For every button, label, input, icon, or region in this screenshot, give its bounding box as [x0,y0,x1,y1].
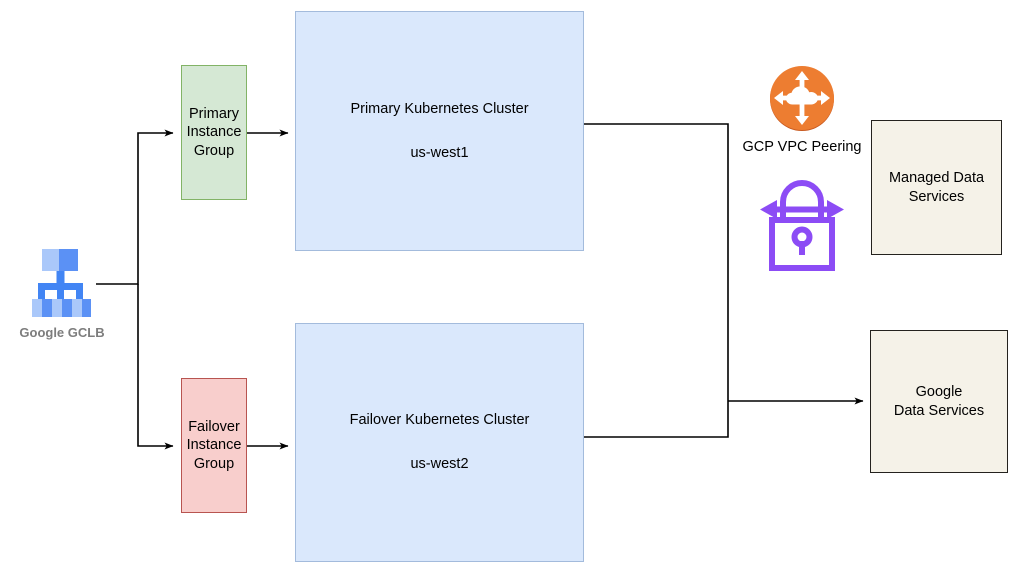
gcp-vpc-peering-icon [770,66,834,131]
failover-instance-group-node[interactable]: Failover Instance Group [181,378,247,513]
managed-data-services-node[interactable]: Managed Data Services [871,120,1002,255]
edge-failover-cluster-to-trunk [584,401,729,438]
managed-data-services-line2: Services [908,188,965,205]
edge-primary-cluster-to-trunk [584,123,729,401]
managed-data-services-line1: Managed Data [888,169,985,186]
edge-gclb-to-primary-ig [96,129,174,285]
primary-instance-group-node[interactable]: Primary Instance Group [181,65,247,200]
vpc-peering-label: GCP VPC Peering [742,139,862,155]
secure-vpn-lock-icon [760,180,844,271]
edge-gclb-to-failover-ig [137,284,174,450]
primary-cluster-title: Primary Kubernetes Cluster [350,100,529,117]
primary-kubernetes-cluster-node[interactable]: Primary Kubernetes Cluster us-west1 [295,11,584,251]
google-data-services-line2: Data Services [893,402,985,419]
failover-cluster-title: Failover Kubernetes Cluster [349,412,530,429]
primary-instance-group-label: Primary Instance Group [186,105,242,159]
google-data-services-node[interactable]: Google Data Services [870,330,1008,473]
primary-cluster-region: us-west1 [410,144,469,161]
failover-instance-group-label: Failover Instance Group [186,418,242,472]
failover-kubernetes-cluster-node[interactable]: Failover Kubernetes Cluster us-west2 [295,323,584,562]
failover-cluster-region: us-west2 [410,456,469,472]
google-cloud-load-balancer-icon [32,249,91,317]
gclb-label: Google GCLB [19,325,105,340]
google-data-services-line1: Google [915,383,963,400]
